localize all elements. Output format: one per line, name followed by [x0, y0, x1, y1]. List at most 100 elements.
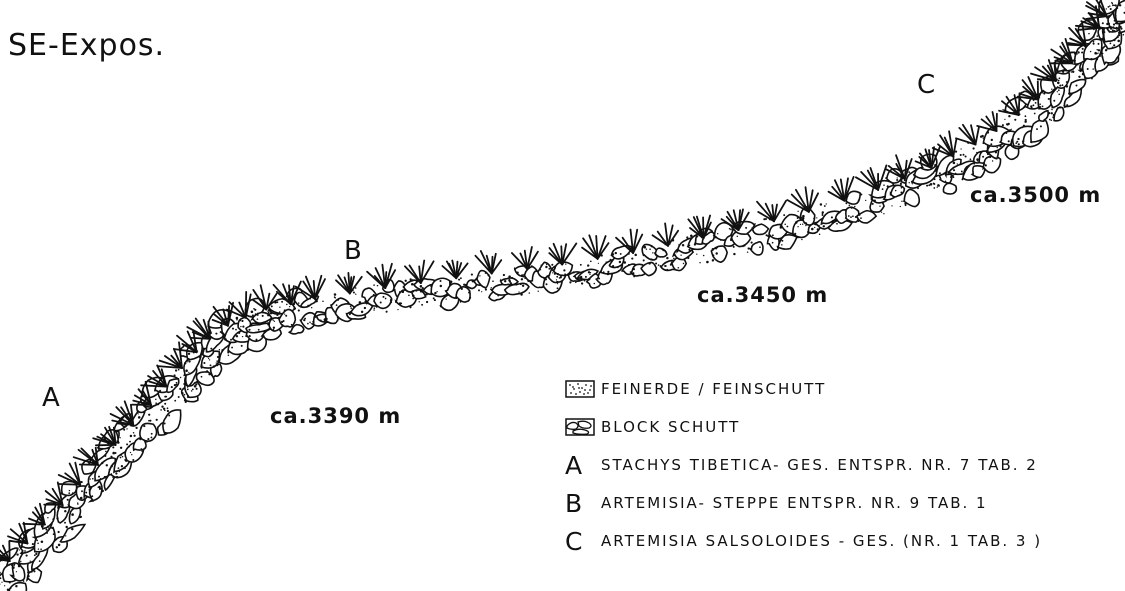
fine-earth-dot	[805, 225, 806, 226]
fine-earth-dot	[1017, 138, 1019, 140]
fine-earth-dot	[1036, 128, 1038, 130]
fine-earth-dot	[1106, 23, 1108, 25]
fine-earth-dot	[935, 168, 938, 171]
fine-earth-dot	[610, 259, 612, 261]
fine-earth-dot	[879, 206, 880, 207]
fine-earth-dot	[373, 284, 375, 286]
fine-earth-dot	[521, 278, 523, 280]
fine-earth-dot	[124, 467, 126, 469]
fine-earth-dot	[105, 451, 107, 453]
fine-earth-dot	[124, 459, 126, 461]
fine-earth-dot	[554, 273, 556, 275]
grass-tuft-icon	[933, 131, 957, 156]
fine-earth-dot	[905, 204, 907, 206]
fine-earth-dot	[241, 345, 243, 347]
fine-earth-dot	[784, 223, 786, 225]
legend-text-b: ARTEMISIA- STEPPE ENTSPR. NR. 9 TAB. 1	[601, 494, 988, 512]
fine-earth-dot	[149, 420, 151, 422]
fine-earth-dot	[449, 283, 451, 285]
fine-earth-dot	[285, 315, 287, 317]
fine-earth-dot	[849, 205, 851, 207]
fine-earth-dot	[180, 377, 181, 378]
elevation-label-low: ca.3390 m	[270, 404, 401, 428]
fine-earth-dot	[196, 377, 198, 379]
elevation-label-mid: ca.3450 m	[697, 283, 828, 307]
fine-earth-dot	[45, 529, 47, 531]
fine-earth-dot	[17, 582, 18, 583]
fine-earth-dot	[1113, 23, 1115, 25]
fine-earth-dot	[1087, 68, 1089, 70]
fine-earth-dot	[606, 261, 607, 262]
fine-earth-dot	[930, 183, 933, 186]
fine-earth-dot	[651, 245, 653, 247]
fine-earth-dot	[1110, 8, 1112, 10]
fine-earth-dot	[1051, 88, 1052, 89]
fine-earth-dot	[148, 414, 150, 416]
fine-earth-dot	[187, 358, 189, 360]
fine-earth-dot	[795, 221, 798, 224]
fine-earth-dot	[1119, 35, 1120, 36]
fine-earth-dot	[607, 273, 610, 276]
fine-earth-dot	[909, 182, 910, 183]
fine-earth-dot	[1100, 55, 1102, 57]
fine-earth-dot	[1117, 8, 1118, 9]
fine-earth-dot	[822, 214, 824, 216]
fine-earth-dot	[65, 535, 66, 536]
fine-earth-dot	[64, 510, 66, 512]
fine-earth-dot	[759, 246, 761, 248]
fine-earth-dot	[409, 278, 411, 280]
fine-earth-dot	[526, 283, 528, 285]
fine-earth-dot	[478, 289, 480, 291]
fine-earth-dot	[594, 283, 596, 285]
fine-earth-dot	[1091, 78, 1093, 80]
fine-earth-dot	[336, 304, 338, 306]
fine-earth-dot	[23, 580, 25, 582]
fine-earth-dot	[633, 275, 635, 277]
fine-earth-dot	[609, 264, 610, 265]
fine-earth-dot	[933, 187, 935, 189]
fine-earth-dot	[176, 382, 178, 384]
fine-earth-dot	[309, 321, 311, 323]
fine-earth-dot	[1102, 53, 1103, 54]
fine-earth-dot	[747, 251, 748, 252]
fine-earth-dot	[632, 272, 634, 274]
fine-earth-dot	[77, 502, 78, 503]
fine-earth-dot	[253, 308, 255, 310]
fine-earth-dot	[883, 184, 885, 186]
fine-earth-dot	[1002, 124, 1004, 126]
fine-earth-dot	[581, 282, 583, 284]
fine-earth-dot	[1059, 77, 1061, 79]
fine-earth-dot	[34, 570, 36, 572]
fine-earth-dot	[140, 427, 142, 429]
fine-earth-dot	[130, 452, 131, 453]
fine-earth-dot	[235, 329, 237, 331]
fine-earth-dot	[516, 272, 518, 274]
fine-earth-dot	[139, 422, 141, 424]
fine-earth-dot	[69, 490, 70, 491]
legend-text-a: STACHYS TIBETICA- GES. ENTSPR. NR. 7 TAB…	[601, 456, 1038, 474]
fine-earth-dot	[325, 318, 328, 321]
fine-earth-dot	[386, 311, 388, 313]
fine-earth-dot	[412, 279, 414, 281]
fine-earth-dot	[1097, 43, 1099, 45]
fine-earth-dot	[491, 287, 492, 288]
fine-earth-dot	[303, 319, 305, 321]
fine-earth-dot	[603, 271, 605, 273]
fine-earth-dot	[165, 396, 167, 398]
fine-earth-dot	[242, 326, 244, 328]
fine-earth-dot	[786, 226, 788, 228]
fine-earth-dot	[926, 185, 928, 187]
fine-earth-dot	[945, 181, 947, 183]
fine-earth-dot	[385, 298, 387, 300]
fine-earth-dot	[217, 356, 219, 358]
fine-earth-dot	[697, 236, 699, 238]
fine-earth-dot	[694, 243, 696, 245]
fine-earth-dot	[81, 490, 83, 492]
fine-earth-dot	[938, 185, 940, 187]
fine-earth-dot	[1112, 29, 1114, 31]
fine-earth-dot	[80, 497, 83, 500]
fine-earth-dot	[987, 131, 989, 133]
fine-earth-dot	[1112, 47, 1114, 49]
fine-earth-dot	[703, 255, 705, 257]
fine-earth-dot	[598, 277, 600, 279]
